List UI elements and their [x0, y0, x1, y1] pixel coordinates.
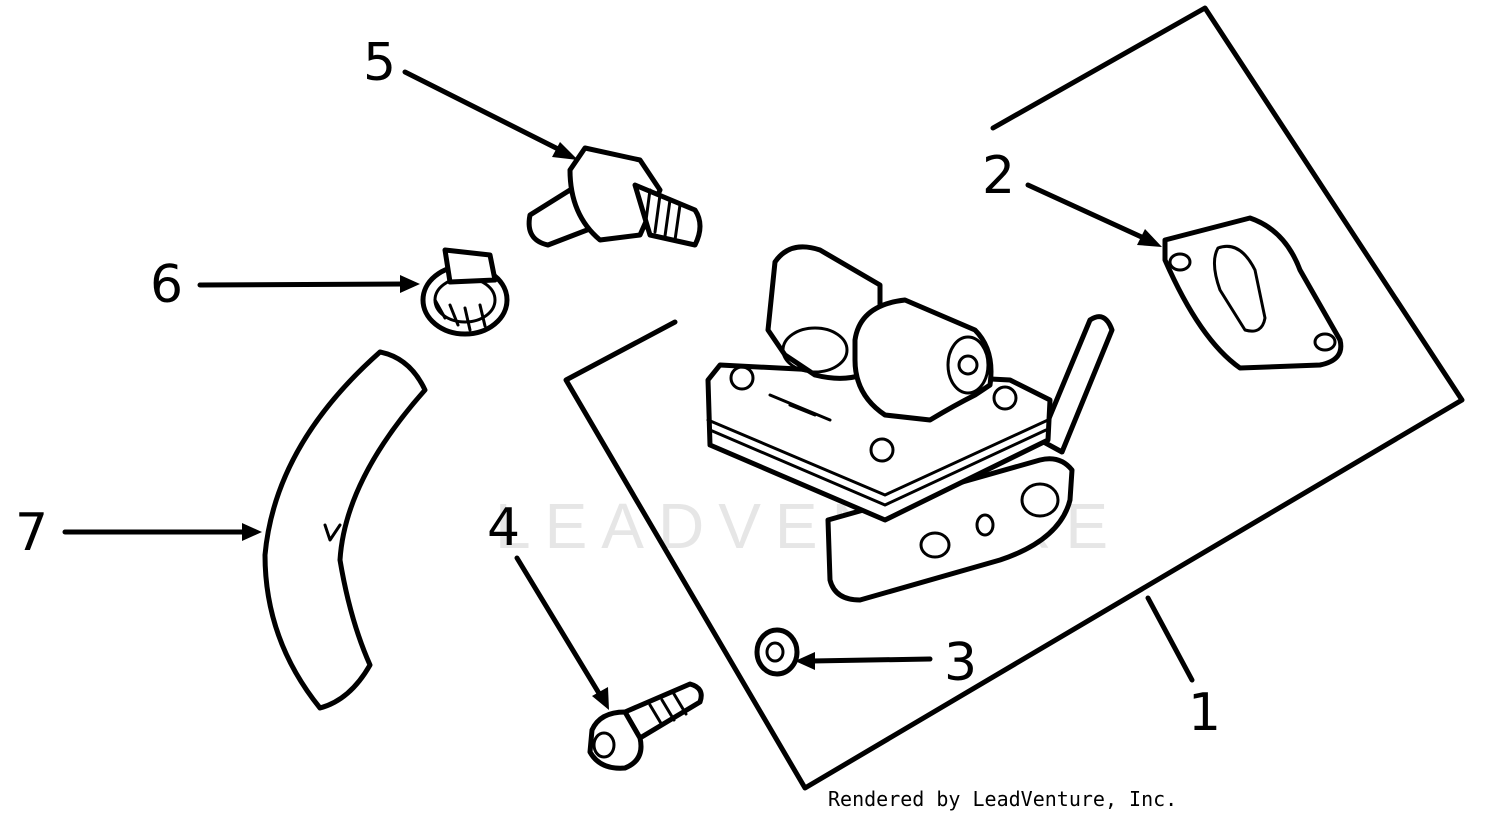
callout-6: 6: [150, 255, 183, 315]
callout-3: 3: [944, 633, 977, 693]
credit-text: Rendered by LeadVenture, Inc.: [828, 787, 1177, 811]
callout-2: 2: [982, 146, 1015, 206]
callout-4: 4: [487, 498, 520, 558]
bolt-part: [587, 681, 704, 771]
callout-1: 1: [1188, 683, 1221, 743]
leader-lines: [62, 69, 1195, 710]
elbow-fitting-part: [526, 145, 703, 248]
callout-5: 5: [363, 33, 396, 93]
gasket-part: [1162, 215, 1344, 371]
fuel-pump-part: [705, 244, 1115, 603]
assembly-bracket: [563, 5, 1465, 791]
hose-part: [262, 349, 428, 711]
hose-clamp-part: [420, 247, 510, 337]
washer-part: [754, 627, 800, 677]
callout-7: 7: [15, 503, 48, 563]
